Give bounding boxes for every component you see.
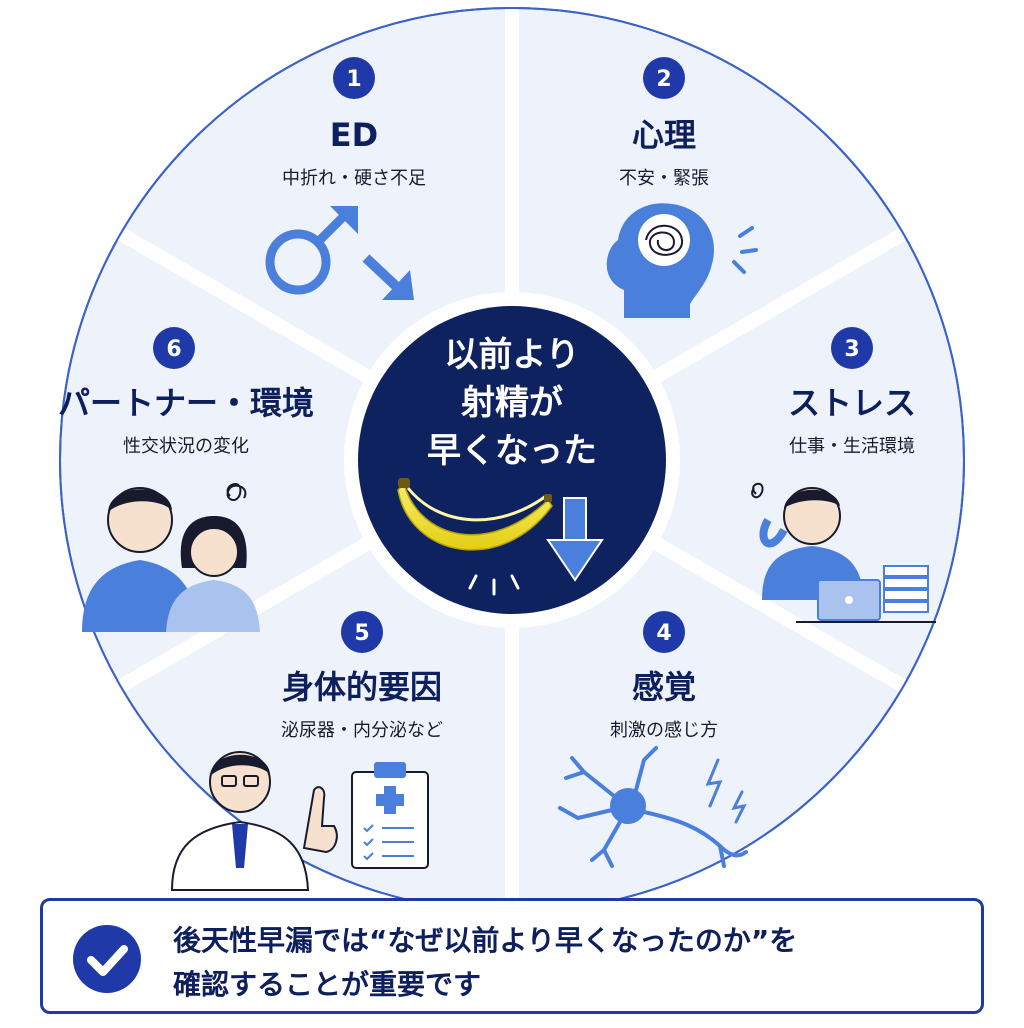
neuron-icon <box>558 746 748 868</box>
anxious-head-icon <box>606 203 758 318</box>
segment-psychology: 2 心理 不安・緊張 <box>606 57 758 318</box>
stressed-worker-icon <box>751 482 936 623</box>
center-down-arrow-icon <box>546 497 604 582</box>
worried-couple-icon <box>82 483 260 632</box>
segment-subtitle: 泌尿器・内分泌など <box>281 720 443 741</box>
segment-number-badge <box>153 327 195 369</box>
segment-number: 1 <box>346 67 361 92</box>
male-symbol-down-arrow-icon <box>265 206 414 300</box>
segment-ed: 1 ED 中折れ・硬さ不足 <box>265 57 426 300</box>
segment-number: 3 <box>844 337 859 362</box>
segment-number-badge <box>341 611 383 653</box>
segment-subtitle: 刺激の感じ方 <box>610 720 718 741</box>
segment-subtitle: 中折れ・硬さ不足 <box>282 168 426 189</box>
center-line-3: 早くなった <box>427 431 597 471</box>
segment-subtitle: 仕事・生活環境 <box>789 436 915 457</box>
segment-number-badge <box>333 57 375 99</box>
segment-subtitle: 不安・緊張 <box>619 168 709 189</box>
segment-title: 心理 <box>632 116 696 154</box>
center-line-1: 以前より <box>444 335 579 375</box>
segment-title: パートナー・環境 <box>58 384 314 422</box>
segment-physical: 5 身体的要因 泌尿器・内分泌など <box>170 611 443 891</box>
banana-icon <box>397 478 553 596</box>
check-circle-icon <box>73 925 141 993</box>
segment-number-badge <box>643 611 685 653</box>
center-line-2: 射精が <box>461 383 563 423</box>
segment-stress: 3 ストレス 仕事・生活環境 <box>751 327 936 623</box>
segment-number: 4 <box>656 621 671 646</box>
segment-number-badge <box>831 327 873 369</box>
key-point-line-2: 確認することが重要です <box>173 968 482 1001</box>
segment-title: ED <box>330 116 378 154</box>
segment-number: 6 <box>166 337 181 362</box>
key-point-box: 後天性早漏では“なぜ以前より早くなったのか”を 確認することが重要です <box>40 898 984 1014</box>
key-point-line-1: 後天性早漏では“なぜ以前より早くなったのか”を <box>173 924 798 957</box>
segment-title: 感覚 <box>632 668 696 706</box>
segment-number: 2 <box>656 67 671 92</box>
segment-number-badge <box>643 57 685 99</box>
segment-title: ストレス <box>788 384 916 422</box>
segment-sensation: 4 感覚 刺激の感じ方 <box>558 611 748 868</box>
segment-number: 5 <box>354 621 369 646</box>
segment-title: 身体的要因 <box>282 668 442 706</box>
doctor-clipboard-icon <box>170 751 429 891</box>
segment-subtitle: 性交状況の変化 <box>123 436 249 457</box>
segment-partner: 6 パートナー・環境 性交状況の変化 <box>58 327 314 632</box>
